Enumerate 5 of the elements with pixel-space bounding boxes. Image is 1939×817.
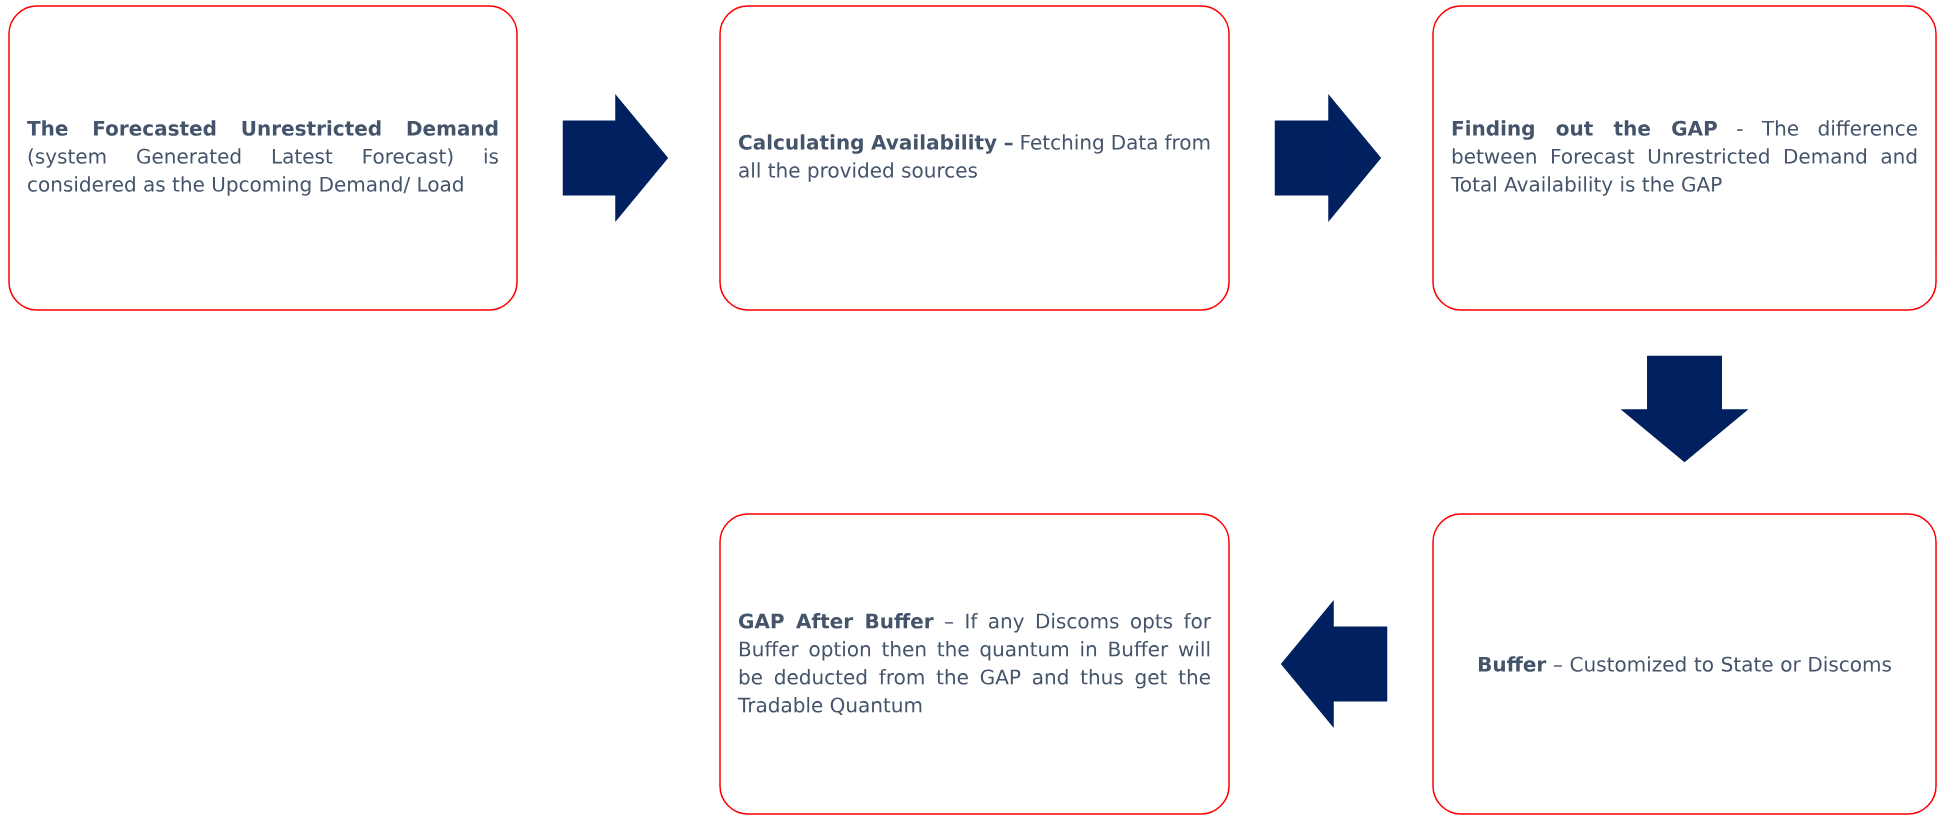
process-box: Calculating Availability – Fetching Data from all the provided sources — [719, 5, 1230, 311]
process-box: Finding out the GAP - The difference between Forecast Unrestricted Demand and Total Availability is the GAP — [1432, 5, 1937, 311]
process-box: The Forecasted Unrestricted Demand (system Generated Latest Forecast) is considered as the Upcoming Demand/ Load — [8, 5, 518, 311]
process-box: Buffer – Customized to State or Discoms — [1432, 513, 1937, 815]
process-box: GAP After Buffer – If any Discoms opts for Buffer option then the quantum in Buffer will be deducted from the GAP and thus get the Tradable Quantum — [719, 513, 1230, 815]
